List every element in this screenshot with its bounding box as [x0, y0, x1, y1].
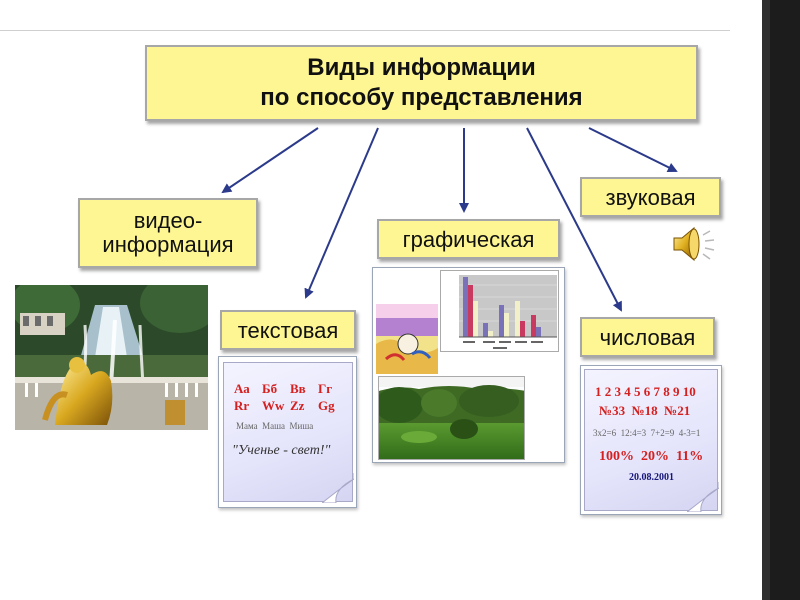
digits-row: 1 2 3 4 5 6 7 8 9 10 — [595, 384, 696, 399]
cartoon-clipart — [376, 304, 438, 374]
speaker-icon — [673, 226, 715, 262]
page-curl-icon — [322, 473, 354, 503]
arrow-to-text — [304, 127, 379, 299]
equations-row: 3х2=6 12:4=3 7+2=9 4-3=1 — [593, 428, 701, 438]
right-edge-bar — [770, 0, 800, 600]
landscape-photo — [378, 376, 525, 460]
numbers-row: №33 №18 №21 — [599, 403, 691, 418]
sample-quote: "Ученье - свет!" — [232, 443, 331, 458]
numeric-sample-sheet: 1 2 3 4 5 6 7 8 9 10 №33 №18 №21 3х2=6 1… — [584, 369, 719, 512]
diagram-title-box: Виды информации по способу представления — [145, 45, 698, 121]
category-sound-box: звуковая — [580, 177, 721, 217]
category-text-label: текстовая — [237, 318, 339, 343]
arrow-to-numeric — [526, 127, 622, 312]
category-video-box: видео- информация — [78, 198, 258, 268]
category-graphic-label: графическая — [402, 227, 535, 252]
category-video-line-2: информация — [102, 232, 234, 257]
fountain-photo — [15, 285, 208, 430]
date-row: 20.08.2001 — [629, 472, 674, 483]
arrow-to-video — [221, 127, 319, 194]
bar-chart-thumbnail — [440, 270, 559, 352]
category-numeric-label: числовая — [599, 325, 696, 350]
page-curl-icon — [687, 482, 719, 512]
category-video-line-1: видео- — [133, 208, 203, 233]
top-divider — [0, 30, 730, 31]
category-text-box: текстовая — [220, 310, 356, 350]
right-edge-shadow — [762, 0, 770, 600]
title-line-2: по способу представления — [260, 84, 583, 111]
arrow-to-sound — [588, 127, 678, 172]
category-numeric-box: числовая — [580, 317, 715, 357]
sample-words: Мама Маша Миша — [236, 421, 314, 431]
category-sound-label: звуковая — [605, 185, 696, 210]
title-line-1: Виды информации — [307, 54, 536, 81]
percents-row: 100% 20% 11% — [599, 449, 704, 464]
category-graphic-box: графическая — [377, 219, 560, 259]
